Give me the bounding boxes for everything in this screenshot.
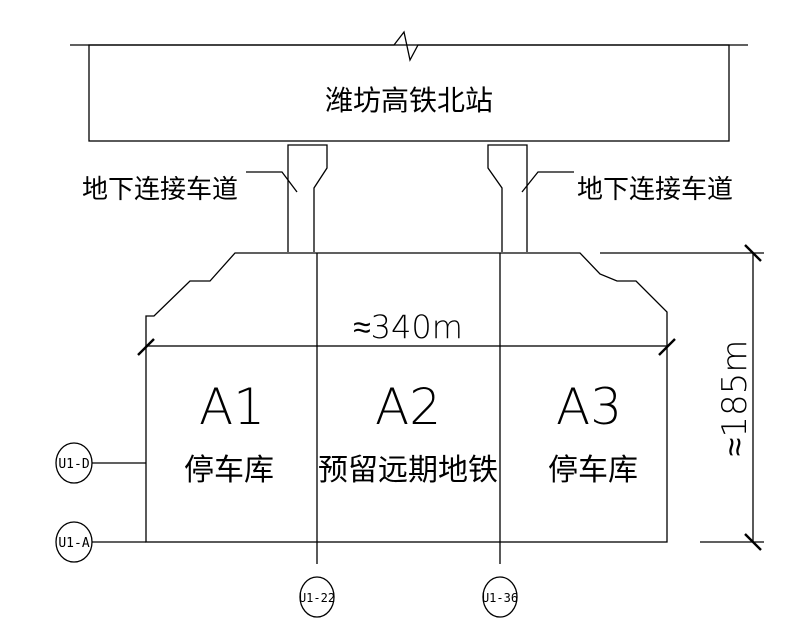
garage-outline: [145, 252, 668, 564]
axis-label-col-right: U1-36: [482, 591, 518, 605]
height-dimension: ≈185m: [600, 244, 764, 551]
axis-label-col-left: U1-22: [299, 591, 335, 605]
right-connector-ramp: 地下连接车道: [487, 144, 733, 252]
left-connector-ramp: 地下连接车道: [82, 144, 328, 252]
zone-a1-name: 停车库: [184, 453, 274, 488]
axis-marker-row-top: U1-D: [55, 442, 146, 484]
zone-a1-code: A1: [199, 378, 265, 436]
zone-a3: A3 停车库: [548, 378, 638, 488]
station-building: 潍坊高铁北站: [70, 30, 748, 142]
axis-marker-row-bottom: U1-A: [55, 521, 146, 563]
axis-label-row-bottom: U1-A: [58, 536, 89, 551]
zone-a2: A2 预留远期地铁: [318, 378, 498, 488]
axis-label-row-top: U1-D: [58, 457, 89, 472]
zone-a2-code: A2: [375, 378, 441, 436]
width-dimension-label: ≈340m: [353, 308, 463, 346]
zone-a1: A1 停车库: [184, 378, 274, 488]
left-connector-label: 地下连接车道: [82, 175, 238, 205]
height-dimension-label: ≈185m: [715, 340, 755, 457]
right-connector-label: 地下连接车道: [577, 175, 733, 205]
axis-marker-col-right: U1-36: [482, 576, 518, 618]
width-dimension: ≈340m: [137, 308, 676, 356]
zone-a3-code: A3: [556, 378, 622, 436]
zone-a3-name: 停车库: [548, 453, 638, 488]
axis-marker-col-left: U1-22: [299, 576, 335, 618]
station-label: 潍坊高铁北站: [325, 84, 493, 117]
zone-a2-name: 预留远期地铁: [318, 453, 498, 488]
